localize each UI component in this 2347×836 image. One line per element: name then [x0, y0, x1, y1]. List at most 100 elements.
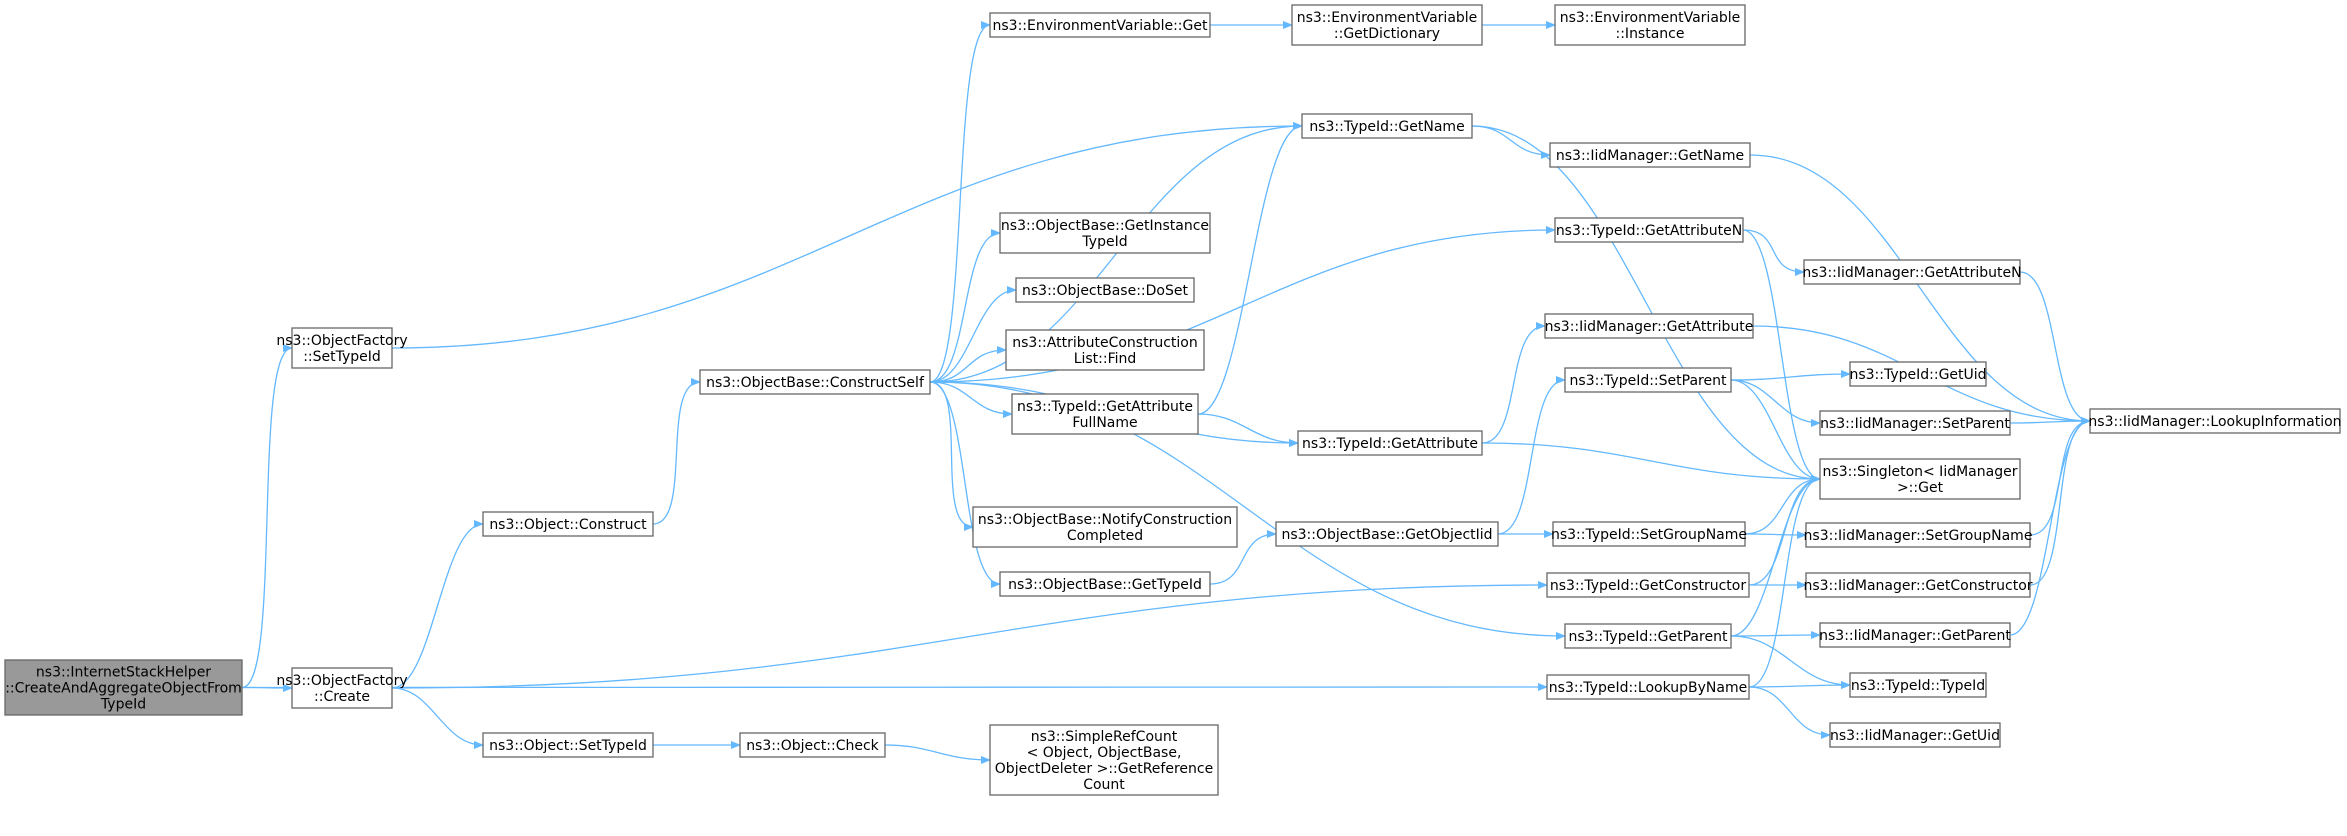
node-tid-setparent[interactable]: ns3::TypeId::SetParent	[1564, 367, 1732, 393]
node-box	[1819, 622, 2011, 648]
edge-ob-constructself-to-acl-find	[929, 346, 1007, 383]
edge-tid-setparent-to-tid-getuid	[1730, 370, 1851, 381]
node-label: ns3::TypeId::SetParent	[1570, 373, 1727, 389]
node-ob-notify[interactable]: ns3::ObjectBase::NotifyConstructionCompl…	[972, 506, 1238, 548]
edge-tid-getattrfullname-to-tid-getattribute	[1197, 413, 1299, 447]
node-tid-getattribute[interactable]: ns3::TypeId::GetAttribute	[1297, 430, 1483, 456]
node-box	[1549, 142, 1751, 168]
node-iid-setparent[interactable]: ns3::IidManager::SetParent	[1819, 410, 2011, 436]
node-env-get[interactable]: ns3::EnvironmentVariable::Get	[989, 12, 1211, 38]
edge-iid-getname-to-iid-lookupinfo	[1749, 154, 2091, 425]
node-ob-doset[interactable]: ns3::ObjectBase::DoSet	[1015, 277, 1195, 303]
node-obj-settypeid[interactable]: ns3::Object::SetTypeId	[482, 732, 654, 758]
node-box	[1546, 572, 1750, 598]
node-label: ns3::Singleton< IidManager	[1823, 464, 2018, 480]
edge-tid-getparent-to-singleton-get	[1730, 475, 1821, 637]
node-label: ::CreateAndAggregateObjectFrom	[5, 681, 242, 697]
node-label: ns3::ObjectFactory	[276, 673, 407, 689]
node-env-getdict[interactable]: ns3::EnvironmentVariable::GetDictionary	[1291, 4, 1483, 46]
node-of-create[interactable]: ns3::ObjectFactory::Create	[276, 667, 408, 709]
node-singleton-get[interactable]: ns3::Singleton< IidManager >::Get	[1819, 458, 2021, 500]
node-label: ns3::TypeId::GetUid	[1849, 367, 1986, 383]
node-label: ns3::TypeId::TypeId	[1851, 678, 1985, 694]
node-box	[1803, 259, 2021, 285]
edge-ob-gettypeid-to-ob-getobjectiid	[1209, 530, 1277, 585]
edge-obj-check-to-src-getrefcount	[884, 744, 991, 764]
node-box	[1301, 113, 1473, 139]
edge-obj-construct-to-ob-constructself	[652, 378, 701, 525]
node-box	[739, 732, 886, 758]
node-label: ns3::Object::Check	[746, 738, 879, 754]
node-box	[1005, 329, 1205, 371]
node-label: < Object, ObjectBase,	[1027, 745, 1182, 761]
node-env-instance[interactable]: ns3::EnvironmentVariable::Instance	[1554, 4, 1746, 46]
node-iid-setgroupname[interactable]: ns3::IidManager::SetGroupName	[1804, 522, 2033, 548]
node-tid-getname[interactable]: ns3::TypeId::GetName	[1301, 113, 1473, 139]
node-obj-check[interactable]: ns3::Object::Check	[739, 732, 886, 758]
edge-ob-constructself-to-tid-getname	[929, 122, 1303, 383]
node-box	[1564, 367, 1732, 393]
node-box	[1011, 393, 1199, 435]
node-tid-getparent[interactable]: ns3::TypeId::GetParent	[1564, 623, 1732, 649]
node-label: ns3::TypeId::GetAttribute	[1017, 399, 1193, 415]
node-iid-getattribute[interactable]: ns3::IidManager::GetAttribute	[1544, 313, 1754, 339]
node-ob-getobjectiid[interactable]: ns3::ObjectBase::GetObjectIid	[1275, 521, 1499, 547]
node-box	[699, 369, 931, 395]
edge-tid-getparent-to-tid-typeid	[1730, 635, 1851, 689]
node-tid-getconstructor[interactable]: ns3::TypeId::GetConstructor	[1546, 572, 1750, 598]
node-iid-getparent[interactable]: ns3::IidManager::GetParent	[1819, 622, 2011, 648]
node-tid-lookupbyname[interactable]: ns3::TypeId::LookupByName	[1546, 674, 1750, 700]
node-iid-getconstructor[interactable]: ns3::IidManager::GetConstructor	[1803, 572, 2033, 598]
edge-of-create-to-obj-settypeid	[391, 687, 484, 749]
node-label: ns3::TypeId::GetParent	[1569, 629, 1728, 645]
node-tid-typeid[interactable]: ns3::TypeId::TypeId	[1849, 672, 1987, 698]
node-box	[1819, 458, 2021, 500]
edge-of-create-to-tid-getconstructor	[391, 581, 1548, 689]
node-tid-getattributen[interactable]: ns3::TypeId::GetAttributeN	[1554, 217, 1744, 243]
node-label: ns3::IidManager::SetParent	[1820, 416, 2010, 432]
edge-tid-getattributen-to-singleton-get	[1742, 229, 1821, 483]
node-box	[291, 667, 393, 709]
edge-ob-constructself-to-env-get	[929, 21, 991, 383]
node-label: ns3::InternetStackHelper	[36, 665, 211, 681]
node-label: ns3::IidManager::GetName	[1556, 148, 1744, 164]
node-label: ns3::IidManager::GetConstructor	[1803, 578, 2032, 594]
node-src-getrefcount[interactable]: ns3::SimpleRefCount< Object, ObjectBase,…	[989, 724, 1219, 796]
node-iid-lookupinfo[interactable]: ns3::IidManager::LookupInformation	[2088, 408, 2342, 434]
edge-tid-setparent-to-singleton-get	[1730, 379, 1821, 483]
edge-iid-setparent-to-iid-lookupinfo	[2009, 417, 2091, 426]
node-label: ::Create	[314, 689, 370, 705]
node-box	[1275, 521, 1499, 547]
node-tid-setgroupname[interactable]: ns3::TypeId::SetGroupName	[1551, 521, 1747, 547]
node-box	[1805, 522, 2031, 548]
node-label: ns3::Object::Construct	[489, 517, 647, 533]
node-label: ns3::IidManager::GetUid	[1830, 728, 2000, 744]
node-iid-getuid[interactable]: ns3::IidManager::GetUid	[1829, 722, 2001, 748]
node-label: ns3::Object::SetTypeId	[489, 738, 647, 754]
node-box	[1291, 4, 1483, 46]
node-obj-construct[interactable]: ns3::Object::Construct	[482, 511, 654, 537]
node-ob-constructself[interactable]: ns3::ObjectBase::ConstructSelf	[699, 369, 931, 395]
node-label: ns3::ObjectBase::ConstructSelf	[706, 375, 925, 391]
node-tid-getuid[interactable]: ns3::TypeId::GetUid	[1849, 361, 1987, 387]
edge-tid-setparent-to-iid-setparent	[1730, 379, 1821, 427]
edge-ob-constructself-to-ob-getinstancetid	[929, 229, 1001, 383]
node-iid-getattributen[interactable]: ns3::IidManager::GetAttributeN	[1802, 259, 2022, 285]
node-box	[1829, 722, 2001, 748]
node-of-settypeid[interactable]: ns3::ObjectFactory::SetTypeId	[276, 327, 408, 369]
node-iid-getname[interactable]: ns3::IidManager::GetName	[1549, 142, 1751, 168]
node-root[interactable]: ns3::InternetStackHelper::CreateAndAggre…	[4, 659, 243, 716]
node-box	[4, 659, 243, 716]
node-label: ns3::TypeId::LookupByName	[1549, 680, 1747, 696]
node-box	[999, 571, 1211, 597]
node-box	[1015, 277, 1195, 303]
edge-tid-lookupbyname-to-singleton-get	[1748, 475, 1821, 688]
node-label: ns3::ObjectBase::GetTypeId	[1008, 577, 1202, 593]
edge-iid-getconstructor-to-iid-lookupinfo	[2029, 417, 2091, 586]
node-ob-gettypeid[interactable]: ns3::ObjectBase::GetTypeId	[999, 571, 1211, 597]
node-label: TypeId	[1081, 234, 1127, 250]
